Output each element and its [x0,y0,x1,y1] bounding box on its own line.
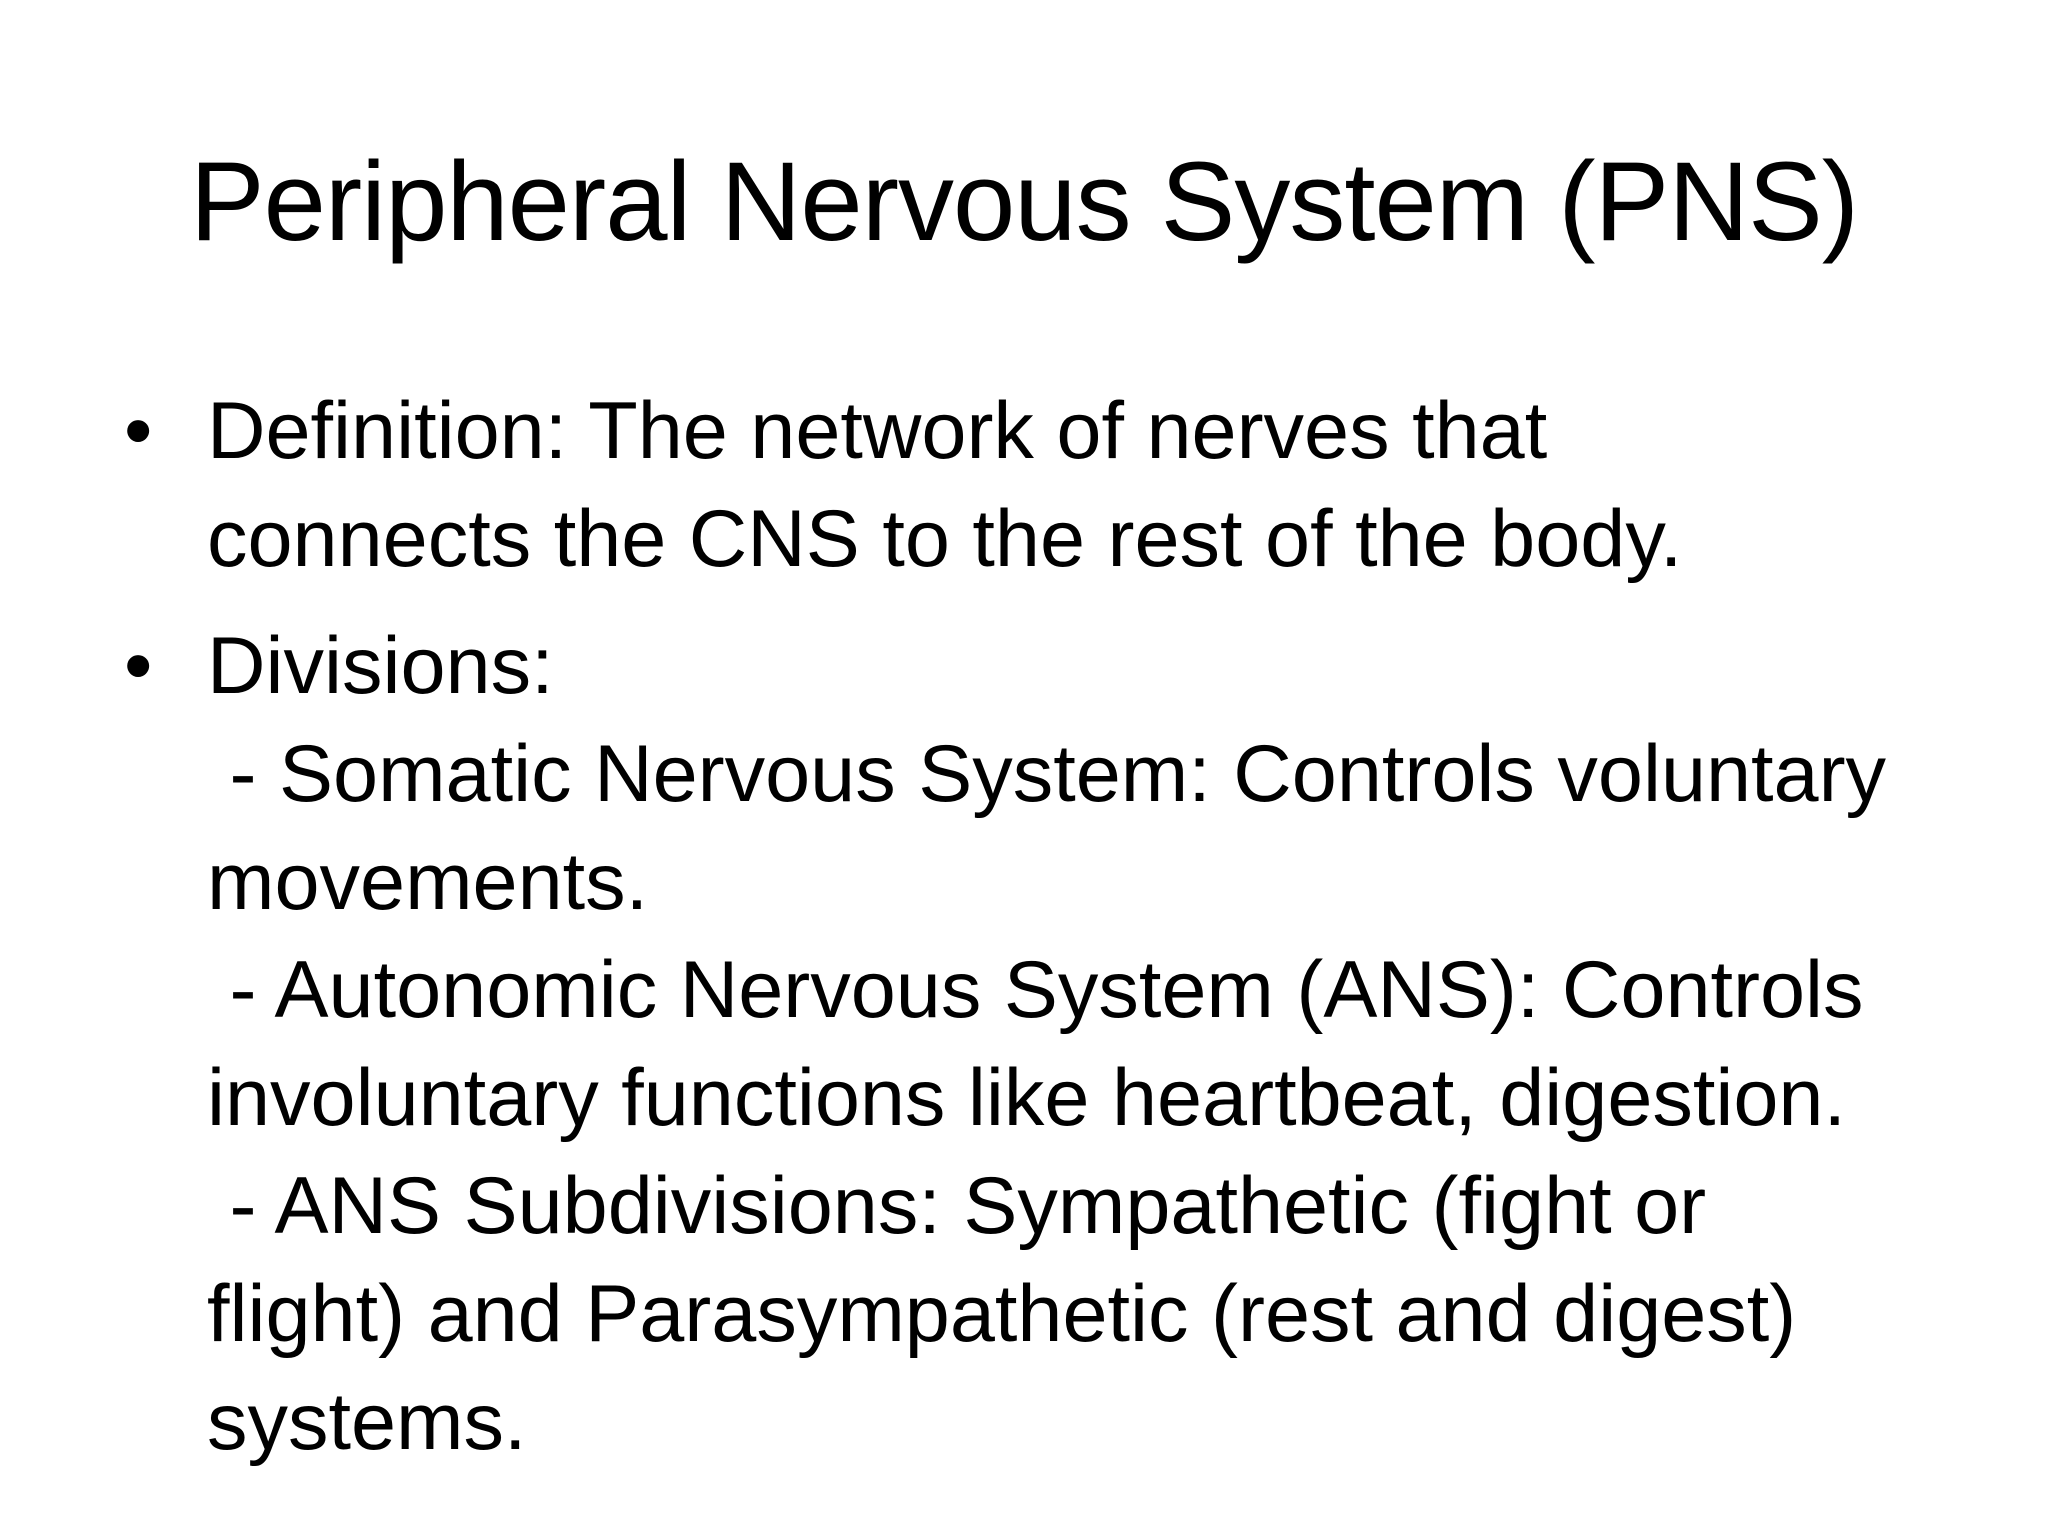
bullet-dot-icon: • [124,621,153,711]
bullet-text: Definition: The network of nerves that c… [207,386,1683,584]
slide-title: Peripheral Nervous System (PNS) [189,139,1859,264]
bullet-dot-icon: • [124,386,153,476]
bullet-item: • Definition: The network of nerves that … [124,377,2048,593]
bullet-text: Divisions: - Somatic Nervous System: Con… [207,621,1887,1467]
slide-body: • Definition: The network of nerves that … [124,377,2048,1476]
bullet-item: • Divisions: - Somatic Nervous System: Co… [124,612,2048,1476]
